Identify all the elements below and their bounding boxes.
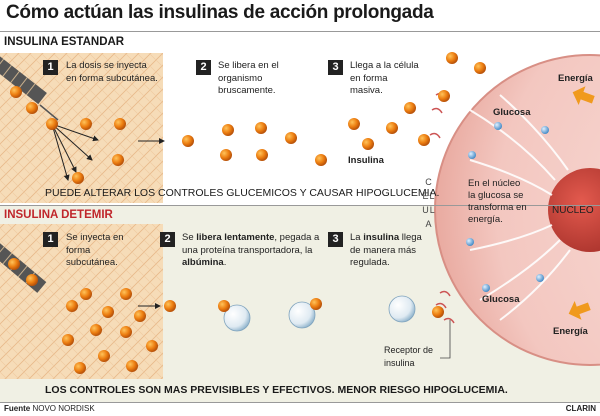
detemir-caption: LOS CONTROLES SON MAS PREVISIBLES Y EFEC… [45,384,508,396]
insulin-particle [80,288,92,300]
insulin-particle [10,86,22,98]
energia-label-top: Energía [558,73,593,84]
energy-arrow-top [572,86,595,106]
step-text: Llega a la célula en forma masiva. [350,60,419,96]
albumin [388,295,416,323]
source-credit: Fuente NOVO NORDISK [4,404,95,413]
title-divider [0,31,600,32]
glucose-particle [541,126,549,134]
insulin-particle [134,310,146,322]
insulin-particle [418,134,430,146]
page-title: Cómo actúan las insulinas de acción prol… [6,2,434,23]
insulin-particle [386,122,398,134]
insulin-particle [362,138,374,150]
insulin-particle [164,300,176,312]
insulin-particle [114,118,126,130]
step-number: 2 [196,60,211,75]
insulin-particle [112,154,124,166]
insulin-particle [255,122,267,134]
step-number: 1 [43,60,58,75]
insulin-particle [80,118,92,130]
publisher-credit: CLARIN [565,404,596,413]
insulin-particle [120,288,132,300]
glucose-particle [536,274,544,282]
cell-body [434,54,600,366]
insulin-particle [348,118,360,130]
insulin-particle [220,149,232,161]
insulin-particle [26,274,38,286]
cell-nucleus [548,168,600,252]
step-text: La dosis se inyecta en forma subcutánea. [66,60,158,84]
insulin-particle [126,360,138,372]
celula-label: CELULA [422,177,436,229]
glucosa-label-bottom: Glucosa [482,294,520,305]
standard-section-label: INSULINA ESTANDAR [4,36,125,48]
insulin-particle [146,340,158,352]
footer-divider [0,402,600,403]
glucose-particle [482,284,490,292]
insulin-particle [256,149,268,161]
insulin-particle [432,306,444,318]
insulin-particle [285,132,297,144]
insulin-particle [66,300,78,312]
insulin-particle [8,258,20,270]
glucose-particle [468,151,476,159]
step-number: 2 [160,232,175,247]
glucosa-label-top: Glucosa [493,107,531,118]
insulin-particle [474,62,486,74]
receptor-pointer [440,320,451,359]
albumin [288,301,316,329]
insulin-particle [438,90,450,102]
step-number: 1 [43,232,58,247]
step-text: Se inyecta en forma subcutánea. [66,232,124,268]
nucleo-label: NUCLEO [552,205,594,216]
insulin-particle [310,298,322,310]
section-divider [0,205,600,206]
step-number: 3 [328,60,343,75]
nucleus-explanation: En el núcleo la glucosa se transforma en… [468,178,527,225]
insulin-particle [46,118,58,130]
skin-tissue-bottom [0,224,163,379]
insulin-particle [74,362,86,374]
detemir-section-label: INSULINA DETEMIR [4,209,113,221]
insulin-particle [120,326,132,338]
insulin-particle [102,306,114,318]
step-text: Se libera en el organismo bruscamente. [218,60,279,96]
step-text: La insulina llega de manera más regulada… [350,232,422,268]
insulin-particle [222,124,234,136]
insulin-particle [218,300,230,312]
glucose-particle [494,122,502,130]
insulin-particle [446,52,458,64]
insulin-particle [98,350,110,362]
insulin-particle [26,102,38,114]
insulin-particle [315,154,327,166]
step-number: 3 [328,232,343,247]
albumin [223,304,251,332]
energia-label-bottom: Energía [553,326,588,337]
step-text: Se libera lentamente, pegada a una prote… [182,232,320,268]
receptor-label: Receptor de insulina [384,345,434,368]
insulin-particle [90,324,102,336]
standard-caption: PUEDE ALTERAR LOS CONTROLES GLUCEMICOS Y… [45,187,440,199]
insulin-particle [72,172,84,184]
insulin-particle [182,135,194,147]
insulin-particle [62,334,74,346]
insulin-particle [404,102,416,114]
insulin-label: Insulina [348,155,384,166]
energy-arrow-bottom [568,300,591,320]
glucose-particle [466,238,474,246]
syringe-top [0,49,59,121]
